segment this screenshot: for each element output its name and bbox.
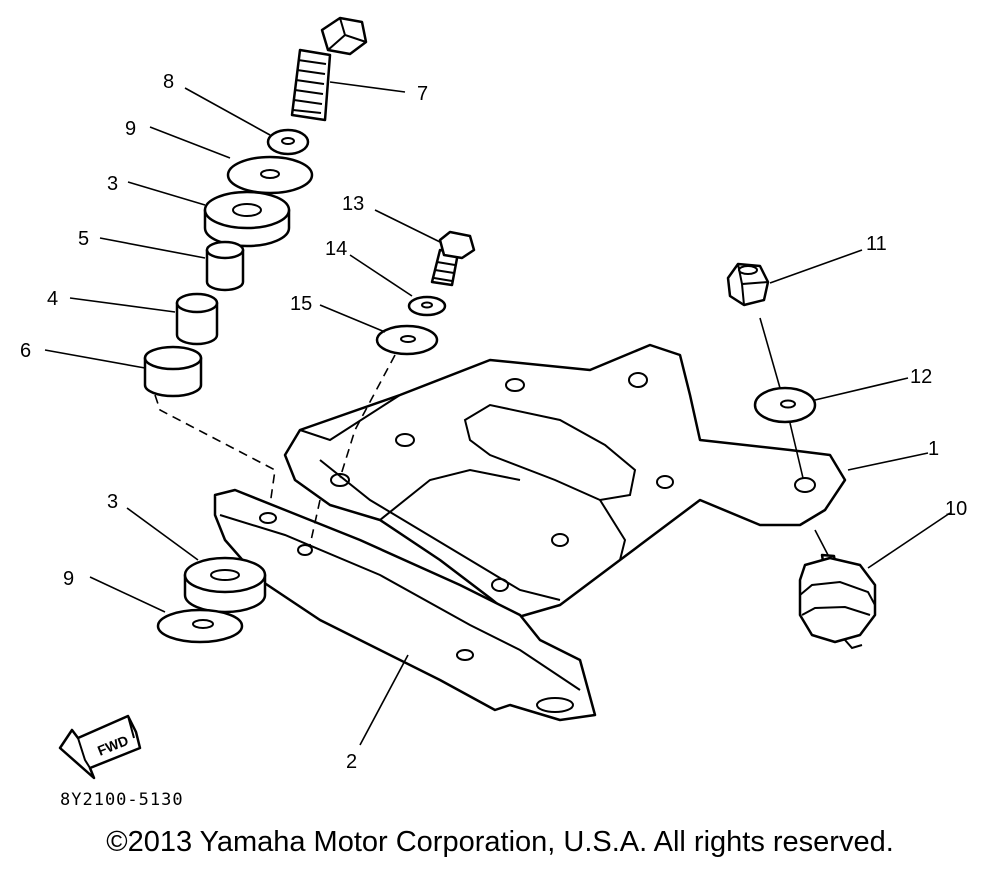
- part-15-washer: [375, 324, 439, 356]
- callout-9-upper: 9: [125, 118, 136, 140]
- fwd-arrow-icon: FWD: [58, 714, 142, 780]
- callout-11: 11: [866, 233, 887, 255]
- callout-7: 7: [417, 83, 428, 105]
- callout-10: 10: [945, 498, 967, 520]
- parts-diagram: 1 2 3 3 4 5 6 7 8 9 9 10 11 12 13 14 15 …: [20, 16, 967, 780]
- copyright-notice: ©2013 Yamaha Motor Corporation, U.S.A. A…: [106, 826, 894, 858]
- callout-9-lower: 9: [63, 568, 74, 590]
- callout-1: 1: [928, 438, 939, 460]
- callout-4: 4: [47, 288, 58, 310]
- part-6-bushing: [143, 345, 203, 398]
- callout-3-lower: 3: [107, 491, 118, 513]
- callout-13: 13: [342, 193, 364, 215]
- part-5-collar: [205, 240, 245, 292]
- part-3-rubber-lower: [183, 556, 267, 614]
- callout-6: 6: [20, 340, 31, 362]
- part-3-rubber-upper: [203, 190, 291, 248]
- part-9-washer-lower: [156, 608, 244, 644]
- callout-14: 14: [325, 238, 347, 260]
- part-13-bolt: [430, 230, 476, 287]
- callout-15: 15: [290, 293, 312, 315]
- part-14-washer: [407, 295, 447, 317]
- callout-12: 12: [910, 366, 932, 388]
- part-12-washer: [753, 386, 817, 424]
- callout-3-upper: 3: [107, 173, 118, 195]
- callout-2: 2: [346, 751, 357, 773]
- part-7-bolt: [290, 16, 368, 122]
- part-9-washer-upper: [226, 155, 314, 195]
- callout-5: 5: [78, 228, 89, 250]
- callout-8: 8: [163, 71, 174, 93]
- part-11-nut: [726, 262, 770, 307]
- part-10-damper: [798, 553, 877, 650]
- part-8-washer: [266, 128, 310, 156]
- part-4-collar: [175, 292, 219, 346]
- drawing-code: 8Y2100-5130: [60, 790, 184, 810]
- part-1-plate: [283, 343, 847, 620]
